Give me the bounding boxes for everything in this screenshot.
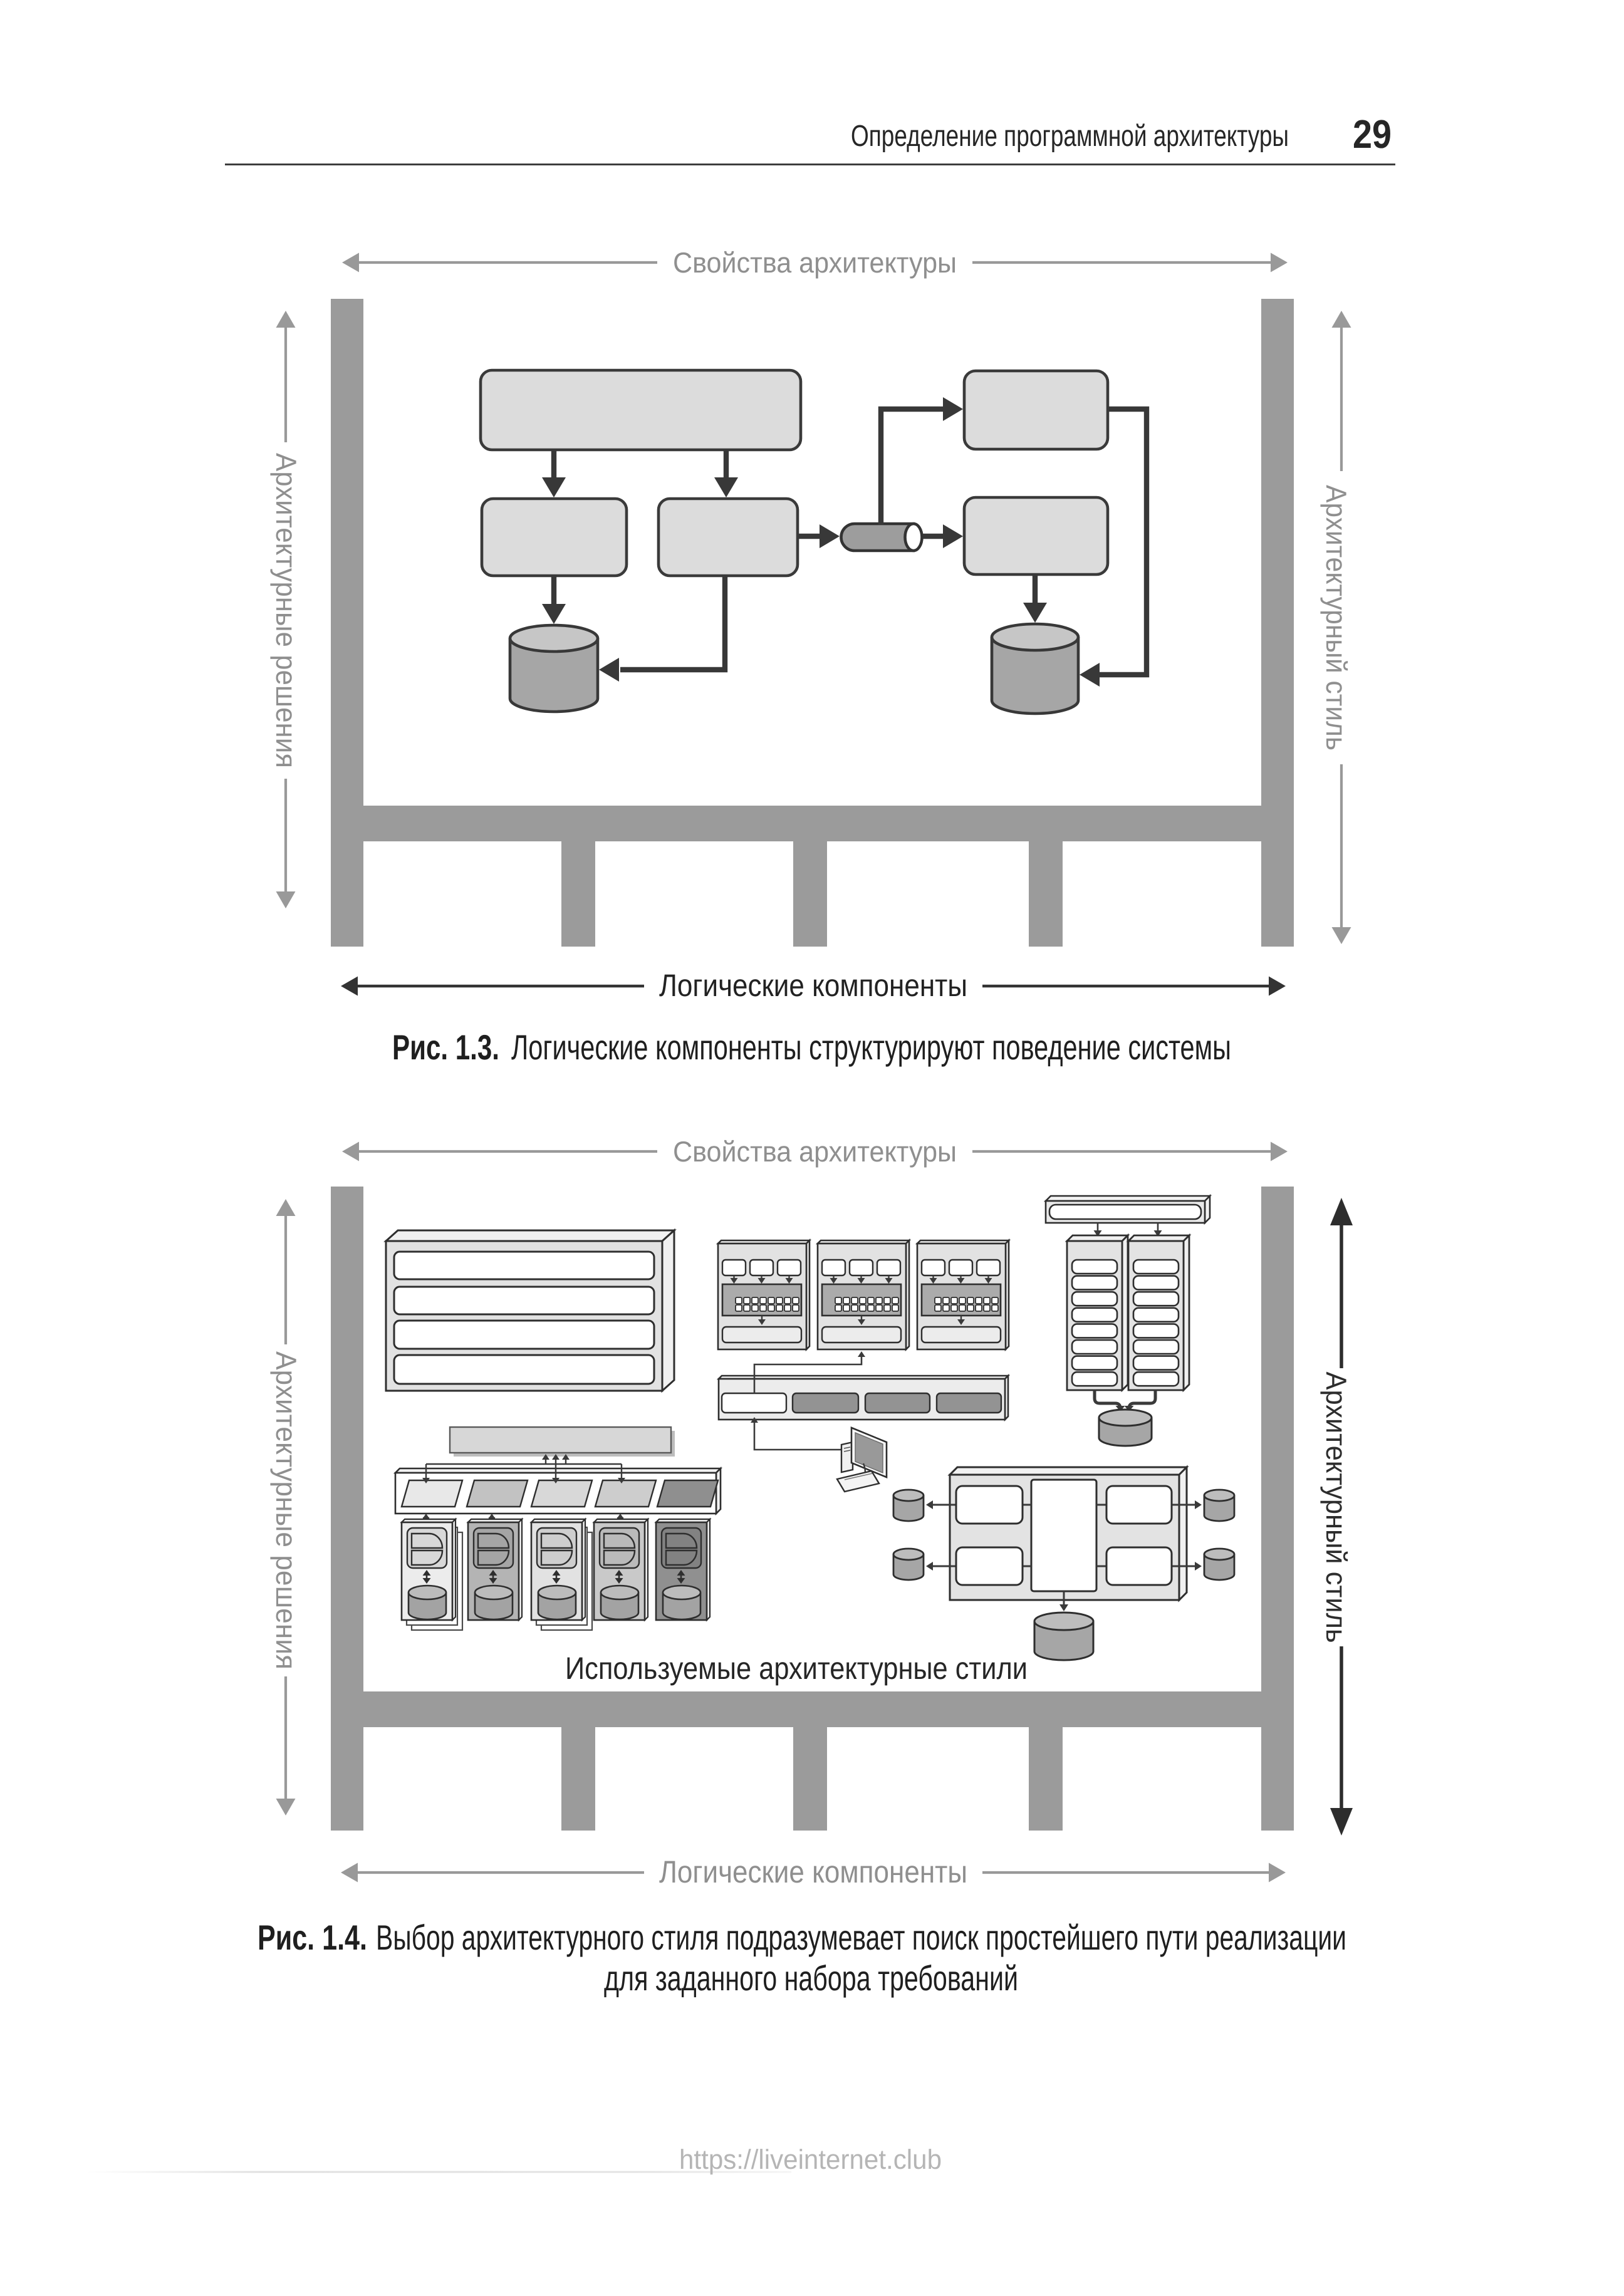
- svg-text:Свойства архитектуры: Свойства архитектуры: [673, 246, 957, 279]
- svg-text:Рис. 1.4.: Рис. 1.4.: [258, 1918, 367, 1957]
- svg-text:для заданного набора требовани: для заданного набора требований: [604, 1958, 1018, 1998]
- svg-text:Архитектурные решения: Архитектурные решения: [270, 453, 303, 768]
- svg-text:Используемые архитектурные сти: Используемые архитектурные стили: [565, 1651, 1028, 1686]
- svg-text:Архитектурные решения: Архитектурные решения: [270, 1351, 303, 1670]
- svg-text:Свойства архитектуры: Свойства архитектуры: [673, 1135, 957, 1168]
- svg-text:Логические компоненты: Логические компоненты: [659, 1854, 967, 1889]
- svg-text:https://liveinternet.club: https://liveinternet.club: [679, 2144, 942, 2175]
- svg-text:Выбор архитектурного стиля под: Выбор архитектурного стиля подразумевает…: [376, 1918, 1346, 1957]
- svg-text:Логические компоненты структур: Логические компоненты структурируют пове…: [511, 1027, 1231, 1067]
- svg-text:Архитектурный стиль: Архитектурный стиль: [1320, 1372, 1353, 1643]
- svg-text:Рис. 1.3.: Рис. 1.3.: [392, 1027, 499, 1067]
- svg-text:Определение программной архите: Определение программной архитектуры: [851, 120, 1289, 153]
- svg-text:Логические компоненты: Логические компоненты: [659, 968, 967, 1003]
- svg-text:29: 29: [1353, 112, 1392, 157]
- svg-text:Архитектурный стиль: Архитектурный стиль: [1320, 485, 1353, 751]
